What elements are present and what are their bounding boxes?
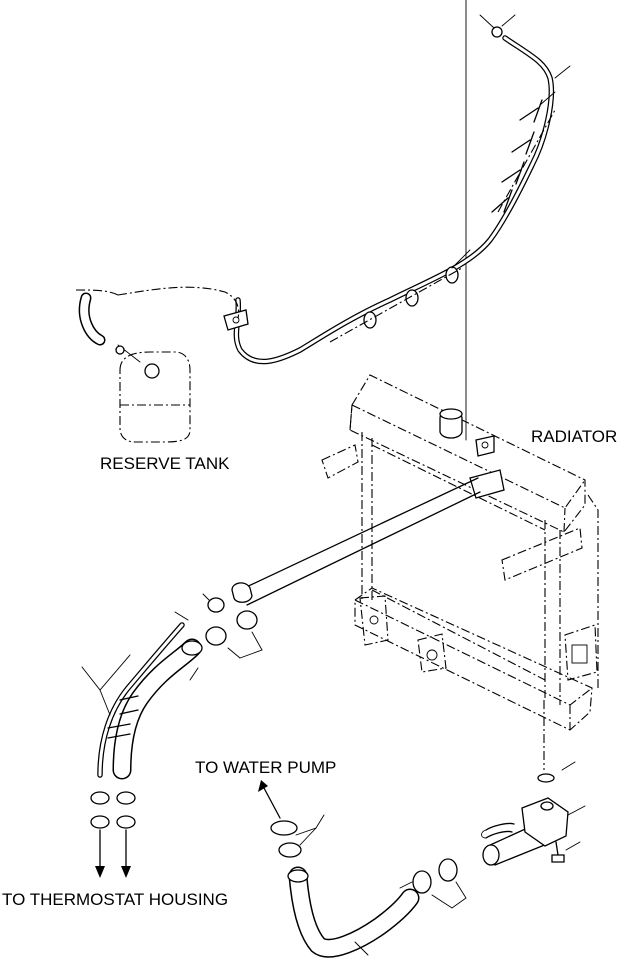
- thermostat-hoses: [81, 611, 203, 829]
- thermostat-arrows: [95, 829, 131, 878]
- reserve-tank-label: RESERVE TANK: [100, 454, 230, 473]
- upper-pipe: [231, 477, 481, 606]
- lower-clamps-left: [270, 814, 325, 858]
- water-pump-arrow: [258, 780, 281, 819]
- reserve-tank: [75, 286, 240, 443]
- upper-clamps: [202, 593, 263, 659]
- radiator: [321, 374, 599, 770]
- outlet-elbow: [481, 761, 586, 866]
- radiator-label: RADIATOR: [531, 427, 618, 446]
- lower-hose: [287, 866, 420, 958]
- overflow-tube: [223, 14, 571, 365]
- lower-clamps-right: [399, 858, 467, 909]
- thermostat-housing-label: TO THERMOSTAT HOUSING: [2, 890, 229, 909]
- water-pump-label: TO WATER PUMP: [195, 758, 337, 777]
